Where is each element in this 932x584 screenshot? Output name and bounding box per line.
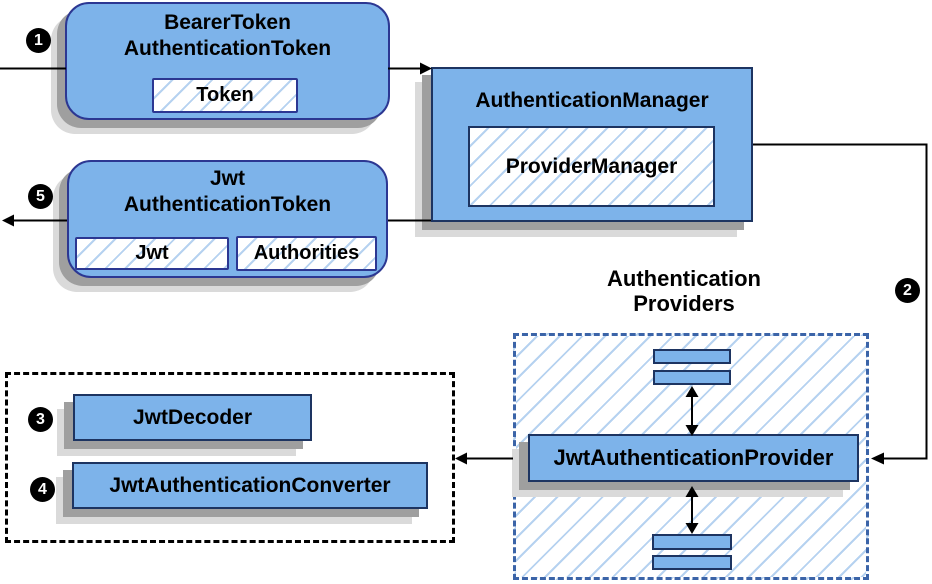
jwt-label: Jwt [135,242,169,264]
jwt-authentication-provider-label: JwtAuthenticationProvider [553,445,834,470]
provider-manager-inner-box: ProviderManager [468,126,715,207]
jwt-token-title-line1: Jwt [209,167,245,190]
step-1-number: 1 [34,31,43,49]
bearer-token-authentication-token-box [65,2,390,120]
provider-placeholder-bar-top-2 [653,370,731,385]
step-3-badge: 3 [28,407,53,432]
provider-placeholder-bar-bottom-2 [652,555,732,570]
step-4-badge: 4 [30,477,55,502]
step-1-badge: 1 [26,28,51,53]
jwt-token-title-line2: AuthenticationToken [123,193,332,216]
jwt-decoder-label: JwtDecoder [132,405,253,429]
token-label: Token [196,84,254,106]
authorities-inner-box: Authorities [236,236,377,271]
jwt-authentication-provider-box: JwtAuthenticationProvider [528,434,859,482]
authentication-manager-label: AuthenticationManager [475,89,709,112]
provider-placeholder-bar-bottom-1 [652,534,732,550]
step-5-badge: 5 [28,184,53,209]
step-2-badge: 2 [895,278,920,303]
jwt-decoder-box: JwtDecoder [73,394,312,441]
bearer-token-title-line2: AuthenticationToken [123,37,332,60]
provider-placeholder-bar-top-1 [653,349,731,364]
jwt-inner-box: Jwt [75,237,229,270]
step-2-number: 2 [903,281,912,299]
manager-to-provider-arrowhead-icon [871,452,884,465]
authentication-manager-title: AuthenticationManager [431,88,753,114]
provider-to-resolvers-arrowhead-icon [455,452,467,465]
step-5-number: 5 [36,187,45,205]
bearer-token-authentication-token-title: BearerToken AuthenticationToken [65,10,390,62]
provider-manager-label: ProviderManager [505,154,678,178]
authorities-label: Authorities [253,242,360,264]
authentication-providers-label-line1: Authentication [607,266,761,291]
step-3-number: 3 [36,410,45,428]
bearer-token-title-line1: BearerToken [164,11,291,34]
jwt-token-out-arrowhead-icon [2,214,14,227]
step-4-number: 4 [38,480,47,498]
jwt-authentication-converter-label: JwtAuthenticationConverter [109,473,391,497]
token-inner-box: Token [152,78,298,113]
jwt-authentication-token-title: Jwt AuthenticationToken [67,166,388,218]
jwt-authentication-converter-box: JwtAuthenticationConverter [72,462,428,509]
authentication-providers-label-line2: Providers [633,291,735,316]
authentication-providers-label: Authentication Providers [534,266,834,316]
